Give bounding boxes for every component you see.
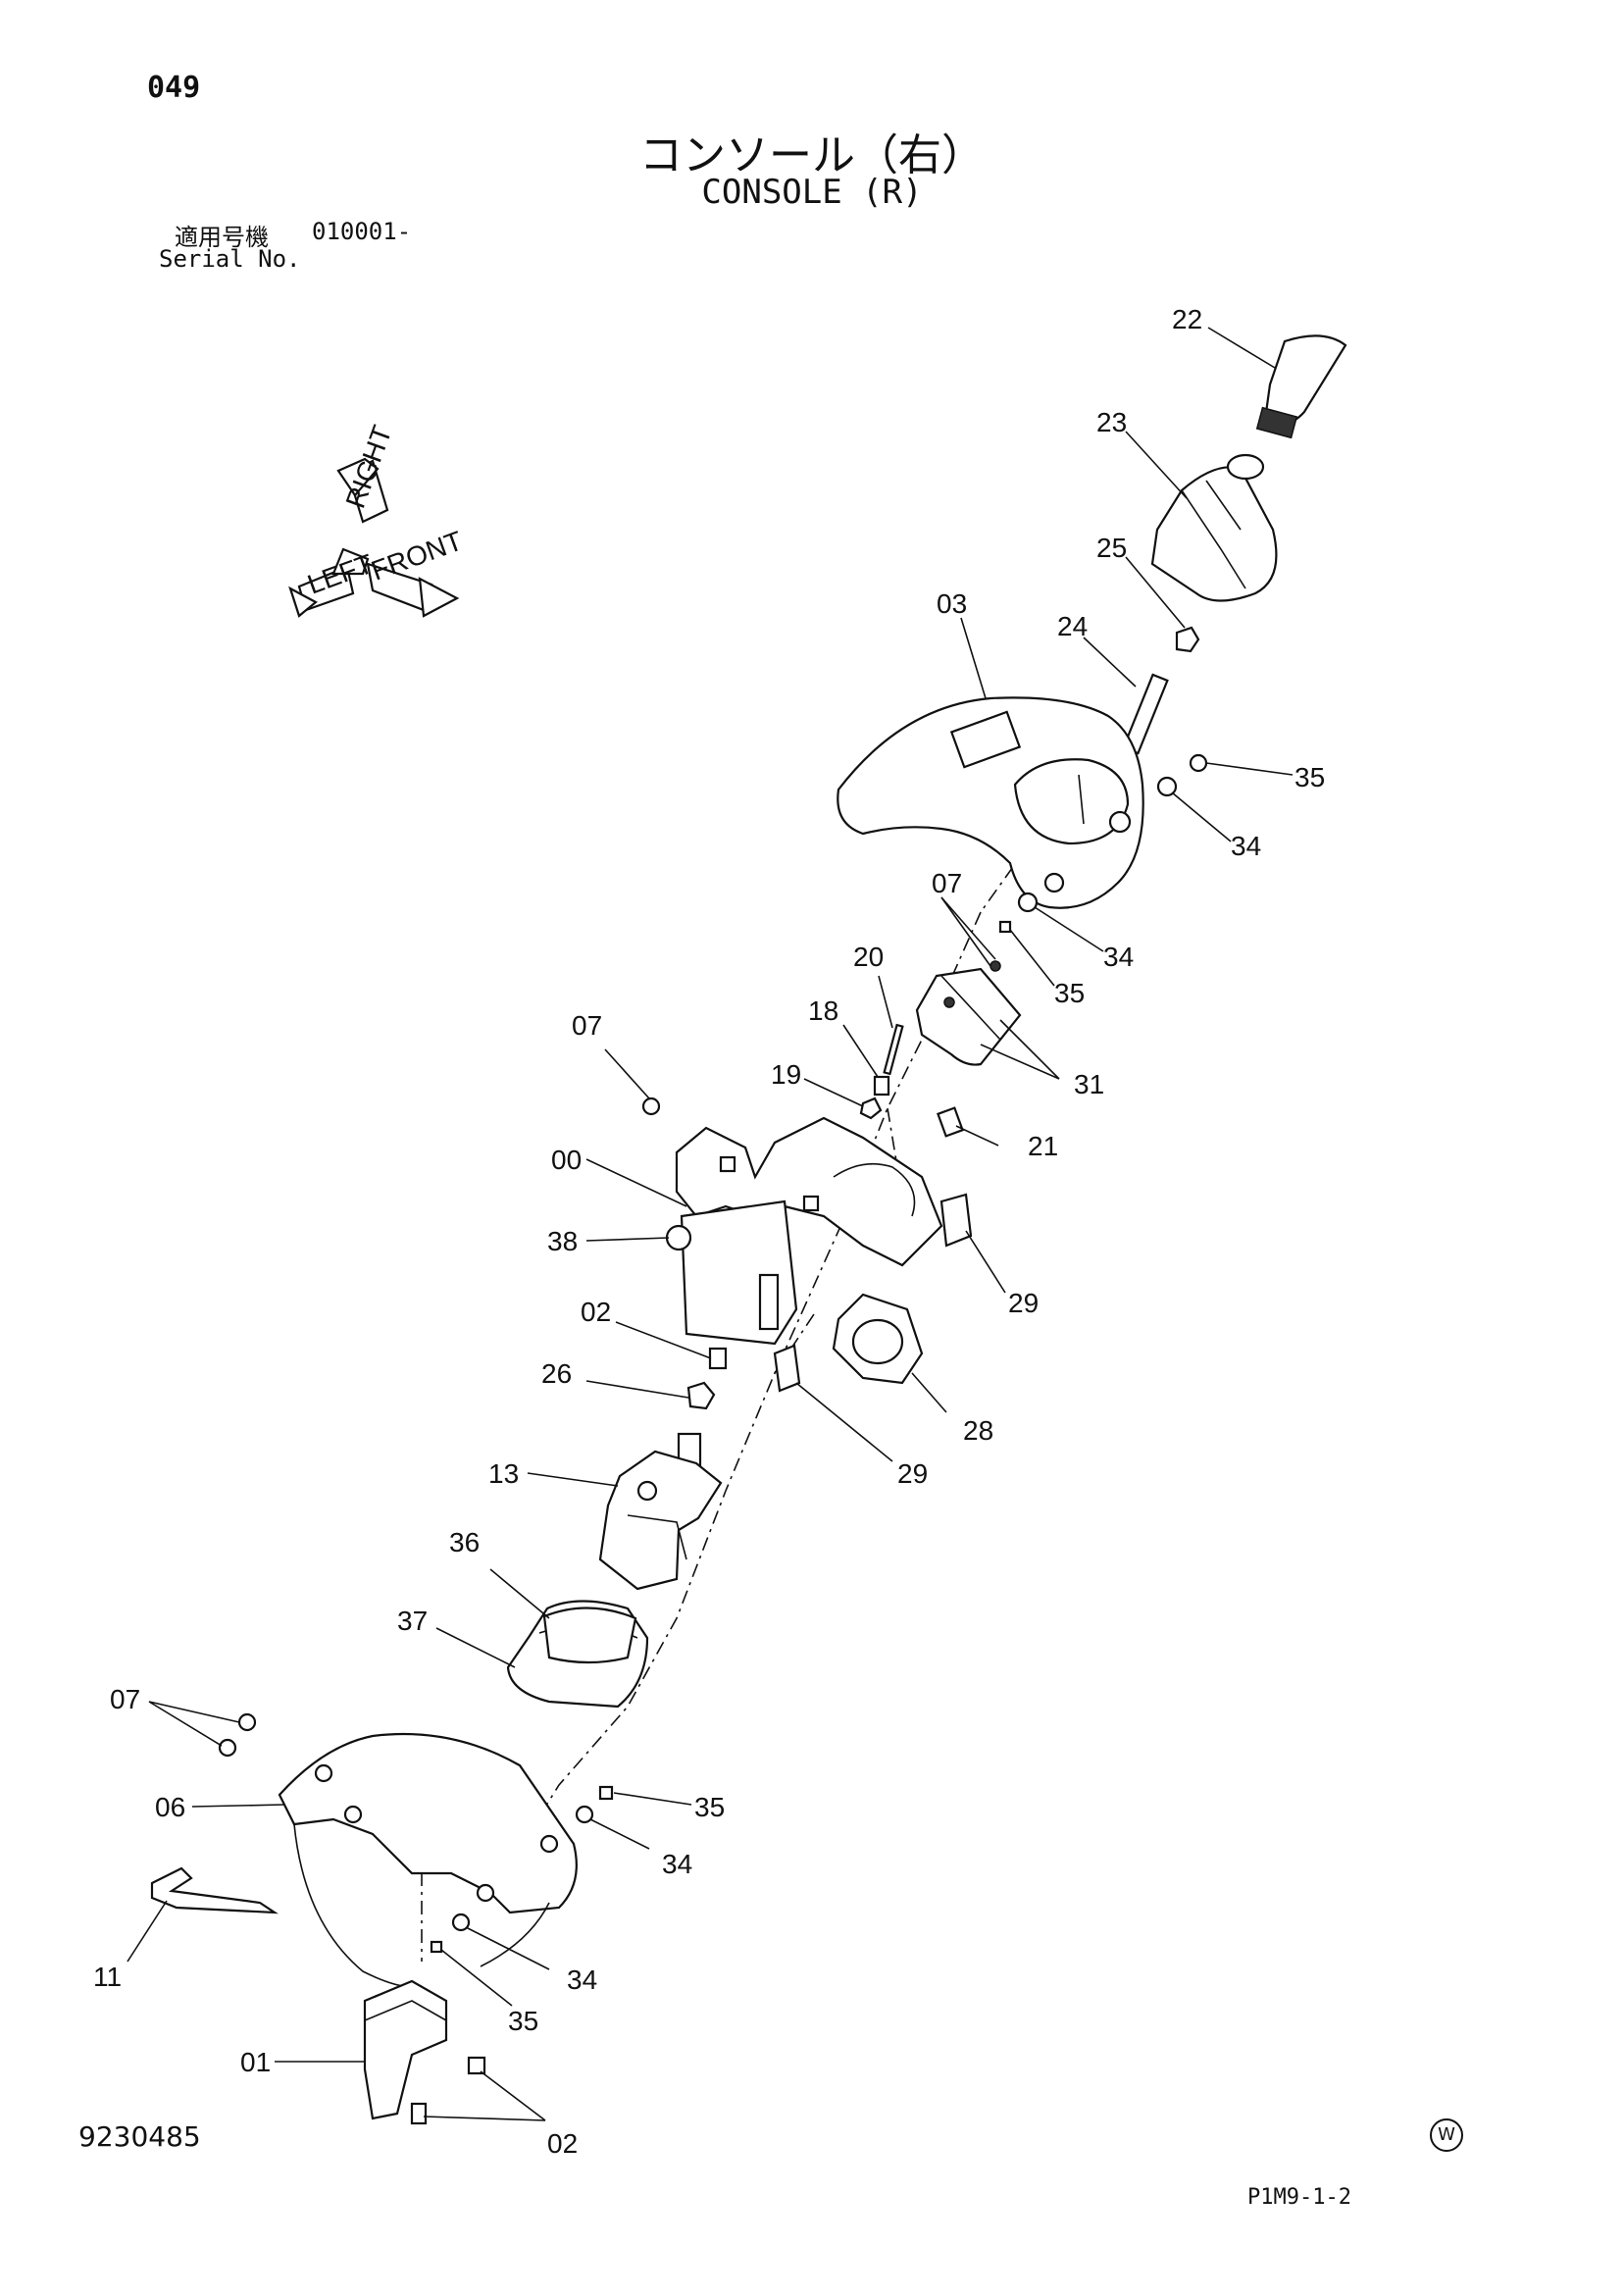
part-23-boot — [1150, 453, 1278, 602]
callout-23: 23 — [1096, 407, 1127, 437]
part-35-clip-b — [998, 920, 1012, 934]
part-38-clip — [665, 1224, 692, 1251]
title-english: CONSOLE (R) — [701, 173, 923, 212]
callout-35-c: 35 — [694, 1792, 725, 1822]
callout-38: 38 — [547, 1226, 578, 1256]
part-13-pilot-valve — [598, 1432, 723, 1591]
part-11-handle — [150, 1866, 279, 1914]
leader-lines — [127, 327, 1294, 2121]
callout-35-b: 35 — [1054, 978, 1085, 1008]
callout-22: 22 — [1172, 304, 1202, 334]
part-21-bolt — [937, 1106, 964, 1138]
part-26-nut — [686, 1381, 716, 1410]
part-02-screw-c — [410, 2102, 428, 2125]
part-18-bolt — [873, 1075, 890, 1097]
part-07-screw-c — [218, 1738, 237, 1758]
part-29-plate-a — [939, 1193, 973, 1248]
part-22-knob — [1255, 334, 1347, 439]
page-number: 049 — [147, 71, 201, 105]
part-03-upper-cover — [837, 696, 1144, 909]
part-06-lower-cover — [278, 1732, 578, 1988]
callout-07-c: 07 — [110, 1684, 140, 1714]
part-02-screw-a — [708, 1347, 728, 1370]
part-34-screw-a — [1156, 776, 1178, 797]
callout-numbers: 22 23 25 24 03 35 34 07 34 35 20 18 31 1… — [93, 304, 1325, 2159]
callout-07-b: 07 — [572, 1010, 602, 1041]
part-01-bracket — [363, 1979, 448, 2120]
serial-label-japanese: 適用号機 — [175, 224, 269, 251]
callout-37: 37 — [397, 1606, 428, 1636]
part-31-bracket — [915, 960, 1022, 1066]
callout-06: 06 — [155, 1792, 185, 1822]
drawing-number: 9230485 — [78, 2120, 201, 2153]
callout-13: 13 — [488, 1458, 519, 1489]
front-label: FRONT — [367, 526, 466, 587]
callout-24: 24 — [1057, 611, 1088, 641]
callout-11: 11 — [93, 1962, 122, 1992]
part-25-nut — [1175, 626, 1200, 653]
callout-34-a: 34 — [1231, 831, 1261, 861]
callout-26: 26 — [541, 1358, 572, 1389]
part-02-screw-b — [467, 2056, 486, 2075]
callout-29-b: 29 — [897, 1458, 928, 1489]
part-07-screw-a — [641, 1097, 661, 1116]
part-28-gasket — [832, 1293, 924, 1385]
callout-20: 20 — [853, 942, 884, 972]
callout-28: 28 — [963, 1415, 993, 1446]
orientation-arrows-icon: FRONT RIGHT LEFT — [288, 422, 467, 618]
callout-02-a: 02 — [581, 1297, 611, 1327]
callout-03: 03 — [937, 588, 967, 619]
part-00-main-bracket — [675, 1116, 943, 1346]
reference-code: P1M9-1-2 — [1247, 2185, 1351, 2210]
title-japanese: コンソール（右） — [639, 130, 985, 180]
part-29-plate-b — [773, 1344, 801, 1393]
part-35-clip-d — [430, 1940, 443, 1954]
callout-19: 19 — [771, 1059, 801, 1090]
callout-18: 18 — [808, 995, 838, 1026]
callout-21: 21 — [1028, 1131, 1058, 1161]
callout-35-d: 35 — [508, 2006, 538, 2036]
callout-25: 25 — [1096, 533, 1127, 563]
callout-07-a: 07 — [932, 868, 962, 898]
watermark-circle-w: W — [1430, 2118, 1463, 2152]
callout-00: 00 — [551, 1145, 582, 1175]
part-35-clip-a — [1189, 753, 1208, 773]
callout-35-a: 35 — [1294, 762, 1325, 792]
part-35-clip-c — [598, 1785, 614, 1801]
callout-34-b: 34 — [1103, 942, 1134, 972]
serial-label-english: Serial No. — [159, 245, 301, 273]
callout-34-d: 34 — [567, 1964, 597, 1995]
callout-01: 01 — [240, 2047, 271, 2077]
part-07-screw-b — [237, 1712, 257, 1732]
part-34-screw-c — [575, 1805, 594, 1824]
part-34-screw-b — [1017, 892, 1039, 913]
callout-34-c: 34 — [662, 1849, 692, 1879]
part-20-pin — [883, 1023, 904, 1076]
callout-36: 36 — [449, 1527, 480, 1557]
callout-31: 31 — [1074, 1069, 1104, 1099]
callout-02-b: 02 — [547, 2128, 578, 2159]
part-34-screw-d — [451, 1913, 471, 1932]
callout-29-a: 29 — [1008, 1288, 1039, 1318]
part-19-nut — [859, 1097, 883, 1120]
part-36-37-boot — [506, 1600, 649, 1709]
serial-value: 010001- — [312, 218, 412, 245]
